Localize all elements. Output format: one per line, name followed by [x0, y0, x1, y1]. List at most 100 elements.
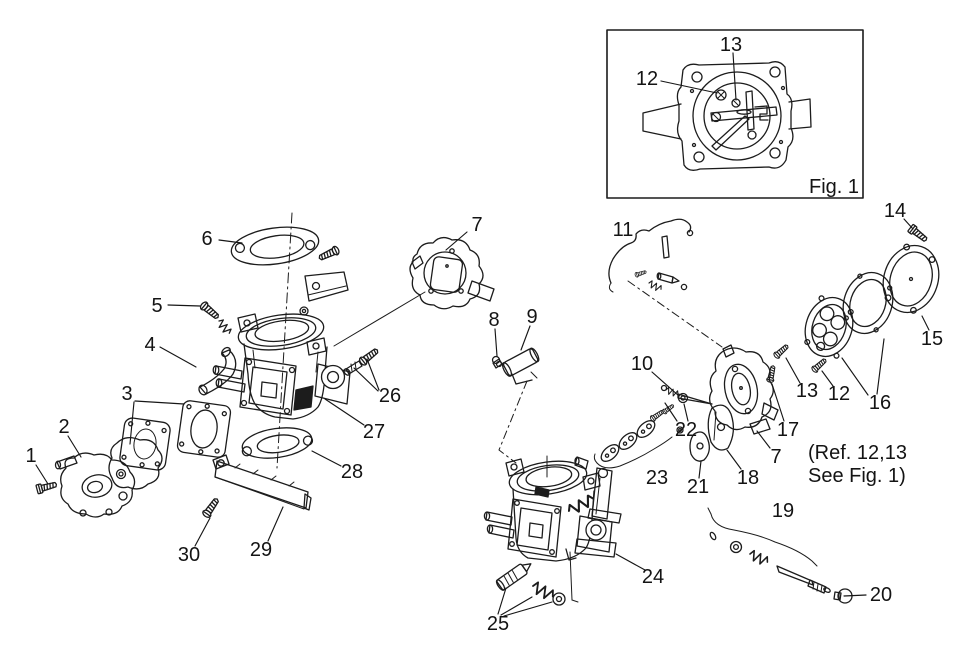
callout-16: 16	[869, 392, 891, 414]
callout-7: 7	[770, 446, 781, 468]
carburetor-body-left	[212, 313, 351, 420]
leader-line	[159, 346, 197, 368]
callout-13: 13	[720, 34, 742, 56]
screws-26	[343, 345, 381, 376]
leader-line	[366, 358, 380, 391]
leader-line	[520, 325, 531, 351]
callout-30: 30	[178, 544, 200, 566]
leader-line	[903, 218, 914, 230]
fuel-nipples-right	[483, 511, 515, 539]
callout-18: 18	[737, 467, 759, 489]
callout-19: 19	[772, 500, 794, 522]
callout-22: 22	[675, 419, 697, 441]
diaphragm-cover-15	[882, 243, 940, 314]
leader-line	[167, 304, 201, 307]
leader-line	[771, 383, 785, 422]
callout-10: 10	[631, 353, 653, 375]
fig1-linkage	[710, 89, 778, 151]
centerlines	[276, 212, 723, 478]
leader-line	[494, 328, 498, 357]
callout-4: 4	[144, 334, 155, 356]
callout-23: 23	[646, 467, 668, 489]
leader-line	[497, 587, 507, 615]
metering-plate-right	[507, 498, 562, 558]
leader-line	[921, 315, 930, 331]
leader-line	[311, 450, 342, 467]
diagram-art: 1234567891011121314151617718192021222324…	[25, 29, 943, 635]
throttle-cable-11	[608, 218, 694, 293]
fig1-label: Fig. 1	[809, 176, 859, 198]
callout-13: 13	[796, 380, 818, 402]
pump-knob-left	[314, 363, 351, 405]
leader-line	[683, 403, 689, 422]
leader-line	[35, 464, 49, 485]
leader-line	[67, 435, 82, 458]
leader-line	[218, 239, 243, 244]
mounting-plate-29	[212, 454, 312, 511]
fig1-inset	[606, 29, 864, 199]
needle-assembly-19	[707, 507, 831, 594]
callout-11: 11	[613, 219, 634, 241]
leader-line	[664, 402, 678, 422]
bracket-with-screw	[299, 244, 349, 316]
leader-line	[129, 401, 135, 445]
leader-line	[353, 367, 379, 392]
valve-flap-21	[689, 431, 710, 462]
callout-1: 1	[25, 445, 36, 467]
leader-line	[267, 506, 284, 542]
leader-lines	[35, 52, 930, 617]
gasket-28	[241, 427, 314, 459]
carburetor-body-right	[483, 456, 622, 603]
gasket-pads-23	[593, 402, 684, 469]
gaskets-3	[108, 400, 232, 490]
callout-12: 12	[636, 68, 658, 90]
metering-plate-left	[239, 357, 297, 416]
callout-8: 8	[488, 309, 499, 331]
leader-line	[324, 398, 365, 426]
fig1-carburetor-top-view	[642, 61, 812, 171]
leader-line	[651, 371, 680, 397]
callout-20: 20	[870, 584, 892, 606]
leader-line	[500, 596, 533, 616]
leader-line	[756, 430, 771, 449]
gasket-6	[230, 226, 320, 266]
callout-25: 25	[487, 613, 509, 635]
callout-9: 9	[526, 306, 537, 328]
callout-17: 17	[777, 419, 799, 441]
leader-line	[615, 553, 646, 571]
leader-line	[876, 338, 885, 395]
pump-cover-7-left	[333, 236, 495, 347]
callout-28: 28	[341, 461, 363, 483]
leader-line	[821, 370, 834, 387]
pump-body-2	[54, 452, 136, 518]
screw-30	[200, 495, 222, 520]
callout-3: 3	[121, 383, 132, 405]
callout-6: 6	[201, 228, 212, 250]
callout-15: 15	[921, 328, 943, 350]
callout-5: 5	[151, 295, 162, 317]
fig1-inset-border	[606, 29, 864, 199]
callout-27: 27	[363, 421, 385, 443]
callout-12: 12	[828, 383, 850, 405]
leader-line	[445, 231, 468, 251]
throttle-lever-right	[565, 467, 622, 524]
leader-line	[732, 52, 737, 101]
leader-line	[843, 594, 867, 597]
choke-valve-9	[501, 347, 540, 385]
callout-24: 24	[642, 566, 664, 588]
fuel-hose-4	[198, 346, 237, 396]
leader-line	[134, 400, 185, 405]
leader-line	[660, 80, 718, 94]
callout-7: 7	[471, 214, 482, 236]
callout-2: 2	[58, 416, 69, 438]
fuel-nipples-left	[212, 365, 246, 393]
leader-line	[698, 460, 702, 479]
check-valve-plate-16	[804, 295, 854, 359]
screw-5	[198, 300, 233, 337]
reference-annotation: See Fig. 1)	[808, 465, 906, 487]
leader-line	[194, 517, 211, 547]
jet-needle-parts-25	[495, 563, 566, 606]
callout-26: 26	[379, 385, 401, 407]
clip-8	[491, 355, 503, 369]
